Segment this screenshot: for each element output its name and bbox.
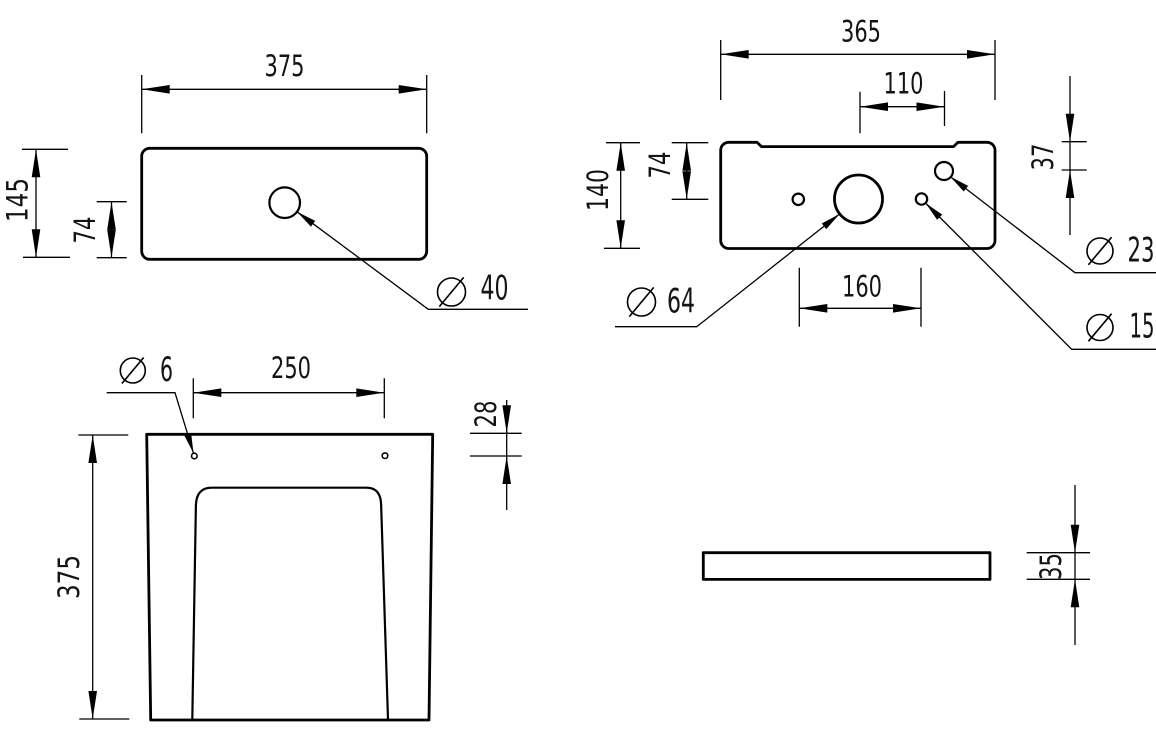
- dim-label-front-width: 375: [265, 49, 305, 83]
- arrowhead: [916, 102, 945, 111]
- dim-label-corner-hole-offset: 37: [1026, 144, 1060, 171]
- diameter-icon: [1086, 313, 1114, 342]
- dim-lower-hole-spacing: 160: [798, 267, 922, 327]
- arrowhead: [398, 85, 427, 94]
- diameter-icon: [119, 356, 147, 385]
- tank-back-outline: [719, 140, 997, 250]
- leader-line: [296, 211, 528, 310]
- dim-pedestal-height: 375: [52, 434, 130, 720]
- dim-label-lower-hole-spacing: 160: [842, 270, 882, 304]
- arrowhead: [616, 142, 625, 171]
- arrowhead: [31, 229, 41, 258]
- fixing-hole-left: [791, 192, 806, 207]
- dim-label-upper-hole-spacing: 110: [884, 67, 924, 101]
- label-side-hole-value: 15: [1130, 307, 1155, 347]
- view-bottom-left: 250 375 28 6: [52, 350, 522, 722]
- tank-front-outline: [140, 146, 429, 261]
- dim-upper-hole-spacing: 110: [859, 67, 946, 134]
- diameter-icon: [1086, 236, 1114, 266]
- lid-outline: [701, 551, 992, 581]
- arrowhead: [1065, 113, 1075, 142]
- dim-label-pedestal-height: 375: [52, 555, 86, 599]
- dim-fixing-hole-spacing: 250: [192, 351, 385, 419]
- arrowhead: [107, 201, 116, 230]
- dim-lines: [78, 434, 130, 720]
- arrowhead: [502, 405, 511, 434]
- arrowhead: [616, 220, 625, 249]
- label-side-hole-diameter: 15: [922, 200, 1156, 350]
- arrowhead: [31, 149, 41, 178]
- view-top-right: 365 110 140 74 37: [581, 15, 1156, 350]
- dim-back-height: 140: [581, 142, 640, 249]
- dim-front-height: 145: [1, 148, 70, 258]
- arrowhead: [682, 142, 691, 171]
- arrowhead: [356, 388, 385, 397]
- dim-label-fixing-hole-spacing: 250: [271, 351, 311, 385]
- pedestal-recess-outline: [191, 486, 390, 720]
- label-fixing-hole-diameter: 6: [106, 350, 197, 455]
- fixing-hole-left: [190, 452, 198, 460]
- dim-front-hole-offset: 74: [68, 201, 127, 259]
- front-hole: [268, 186, 302, 220]
- dim-lines: [141, 75, 428, 134]
- fixing-hole-right: [381, 452, 389, 460]
- arrowhead: [184, 433, 197, 455]
- arrowhead: [1070, 524, 1080, 553]
- arrowhead: [193, 388, 222, 397]
- label-center-hole-diameter: 64: [615, 211, 842, 328]
- arrowhead: [1065, 170, 1075, 198]
- dim-label-back-height: 140: [581, 169, 615, 211]
- fixing-hole-right: [914, 192, 929, 206]
- arrowhead: [107, 229, 116, 258]
- dim-corner-hole-offset: 37: [1026, 76, 1087, 235]
- dim-front-width: 375: [141, 49, 428, 134]
- dim-lines: [720, 40, 996, 100]
- label-corner-hole-value: 23: [1128, 231, 1155, 271]
- arrowhead: [720, 50, 749, 59]
- arrowhead: [141, 85, 170, 94]
- label-center-hole-value: 64: [667, 282, 695, 322]
- pedestal-outline: [145, 432, 435, 722]
- diameter-icon: [436, 276, 467, 308]
- dim-lines: [1026, 485, 1090, 645]
- dim-label-lid-thickness: 35: [1034, 553, 1068, 580]
- arrowhead: [893, 304, 921, 313]
- dim-back-width: 365: [720, 15, 996, 100]
- dim-lines: [192, 378, 385, 419]
- arrowhead: [860, 102, 888, 111]
- leader-line: [615, 213, 841, 328]
- arrowhead: [88, 435, 97, 463]
- dim-lid-thickness: 35: [1026, 485, 1090, 645]
- arrowhead: [502, 456, 511, 484]
- view-bottom-right: 35: [701, 485, 1090, 645]
- view-top-left: 375 145 74 40: [1, 49, 528, 310]
- leader-line: [106, 392, 195, 454]
- arrowhead: [922, 200, 943, 220]
- dim-lines: [1061, 76, 1087, 235]
- label-fixing-hole-value: 6: [160, 350, 173, 390]
- label-front-hole-diameter: 40: [294, 208, 528, 310]
- dim-label-back-width: 365: [841, 15, 881, 49]
- leader-line: [925, 202, 1156, 350]
- label-front-hole-value: 40: [481, 269, 509, 309]
- dim-label-front-hole-offset: 74: [68, 217, 102, 244]
- arrowhead: [88, 691, 97, 719]
- dim-label-hole-row-offset: 74: [643, 152, 677, 179]
- dim-fixing-hole-offset: 28: [469, 400, 522, 510]
- dim-lines: [671, 142, 709, 200]
- arrowhead: [1070, 579, 1080, 608]
- arrowhead: [682, 171, 691, 200]
- inlet-corner-hole: [933, 160, 955, 182]
- arrowhead: [967, 50, 995, 59]
- dim-hole-row-offset: 74: [643, 142, 709, 200]
- arrowhead: [799, 304, 828, 313]
- label-corner-hole-diameter: 23: [947, 173, 1156, 274]
- flush-valve-hole: [833, 173, 884, 225]
- dim-label-front-height: 145: [1, 178, 35, 222]
- leader-line: [949, 175, 1156, 274]
- diameter-icon: [626, 286, 657, 318]
- dim-label-fixing-hole-offset: 28: [469, 401, 503, 428]
